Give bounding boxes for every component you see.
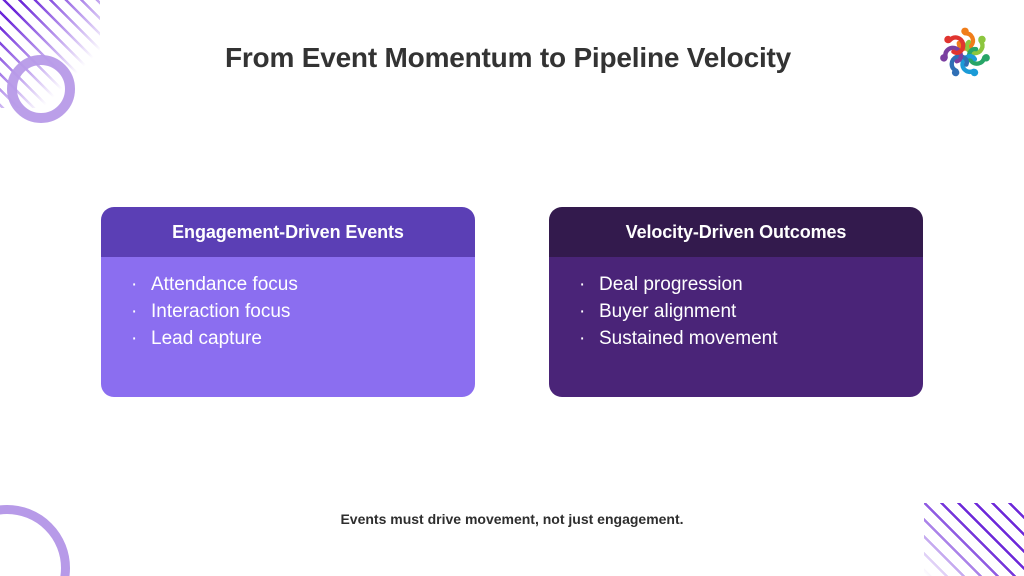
card-header-engagement-driven-events: Engagement-Driven Events — [101, 207, 475, 257]
comparison-cards: Engagement-Driven Events · Attendance fo… — [101, 207, 923, 397]
list-item-label: Attendance focus — [151, 274, 298, 295]
card-header-velocity-driven-outcomes: Velocity-Driven Outcomes — [549, 207, 923, 257]
bullet-dot-icon: · — [131, 328, 138, 349]
card-engagement-driven-events: Engagement-Driven Events · Attendance fo… — [101, 207, 475, 397]
list-item-label: Interaction focus — [151, 301, 291, 322]
list-item-label: Buyer alignment — [599, 301, 737, 322]
bullet-list-engagement-driven-events: · Attendance focus · Interaction focus ·… — [131, 271, 475, 352]
bullet-list-velocity-driven-outcomes: · Deal progression · Buyer alignment · S… — [579, 271, 923, 352]
list-item: · Sustained movement — [579, 325, 923, 352]
bullet-dot-icon: · — [131, 274, 138, 295]
list-item: · Lead capture — [131, 325, 475, 352]
card-velocity-driven-outcomes: Velocity-Driven Outcomes · Deal progress… — [549, 207, 923, 397]
bullet-dot-icon: · — [131, 301, 138, 322]
card-body-velocity-driven-outcomes: · Deal progression · Buyer alignment · S… — [549, 257, 923, 397]
list-item: · Deal progression — [579, 271, 923, 298]
list-item: · Attendance focus — [131, 271, 475, 298]
card-body-engagement-driven-events: · Attendance focus · Interaction focus ·… — [101, 257, 475, 397]
list-item: · Buyer alignment — [579, 298, 923, 325]
list-item-label: Lead capture — [151, 328, 262, 349]
bullet-dot-icon: · — [579, 274, 586, 295]
footer-note: Events must drive movement, not just eng… — [340, 511, 684, 527]
list-item: · Interaction focus — [131, 298, 475, 325]
bullet-dot-icon: · — [579, 328, 586, 349]
list-item-label: Sustained movement — [599, 328, 778, 349]
page-title: From Event Momentum to Pipeline Velocity — [224, 42, 792, 73]
bullet-dot-icon: · — [579, 301, 586, 322]
list-item-label: Deal progression — [599, 274, 743, 295]
community-circle-logo-icon — [934, 22, 996, 84]
